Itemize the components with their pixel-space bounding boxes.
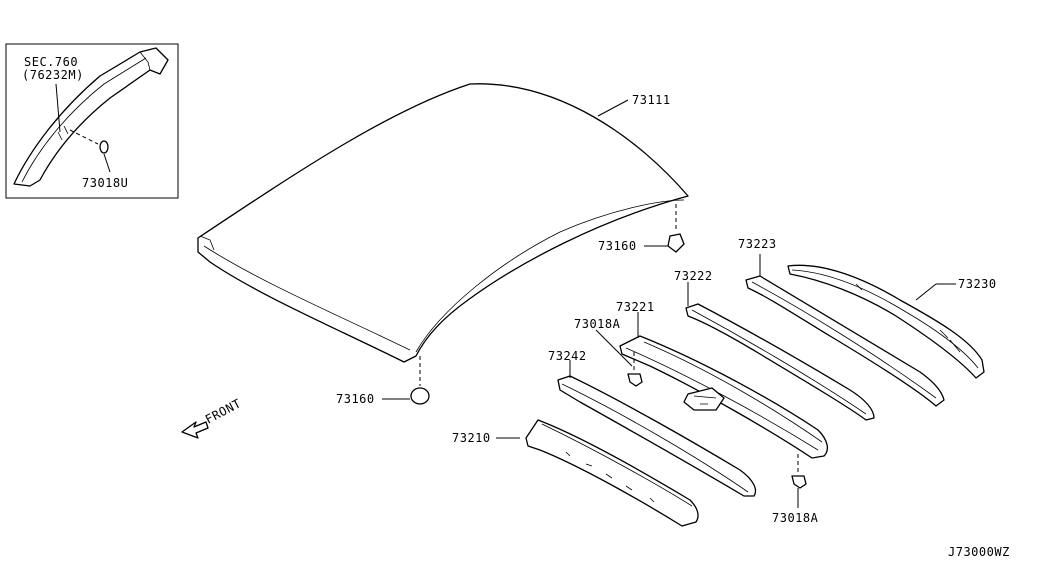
roof-panel-leader: [597, 99, 629, 117]
bow-rear-label: 73223: [738, 237, 777, 251]
rail-rear-holes: [855, 283, 961, 353]
diagram-code: J73000WZ: [948, 545, 1010, 559]
roof-panel-shape: [197, 83, 689, 363]
rail-rear-shape: [787, 264, 985, 379]
bow-mid: [685, 303, 875, 421]
bow-front-assy-label: 73221: [616, 300, 655, 314]
inset-rail-edge: [21, 57, 147, 183]
front-arrow-icon: [181, 421, 209, 439]
inset-section-ref: (76232M): [22, 68, 84, 82]
rail-front: [525, 419, 699, 527]
bow-front-shape: [557, 375, 757, 497]
clip-lower-shape: [410, 387, 430, 405]
rail-front-holes: [565, 451, 655, 503]
clip-upper-label: 73160: [598, 239, 637, 253]
clip-lower-label: 73160: [336, 392, 375, 406]
bow-front-assy: [619, 335, 829, 459]
bolt-upper-leader: [595, 329, 633, 367]
inset-rail-end: [139, 51, 151, 71]
roof-panel: [197, 83, 689, 363]
rail-rear-leader: [915, 283, 937, 301]
clip-upper-shape: [667, 233, 685, 253]
bow-front-assy-edge2: [643, 341, 823, 443]
bow-mid-edge: [691, 309, 867, 415]
inset-rail-shape: [13, 47, 169, 187]
bow-front-edge: [561, 383, 749, 493]
inset-grommet: [99, 140, 109, 154]
inset-sec-leader: [55, 83, 61, 133]
inset-dash-leader: [69, 129, 99, 145]
rail-front-label: 73210: [452, 431, 491, 445]
inset-part-label: 73018U: [82, 176, 128, 190]
inset-part-leader: [103, 153, 111, 173]
inset-section-label: SEC.760: [24, 55, 78, 69]
roof-panel-edge-side: [415, 199, 685, 353]
bow-front: [557, 375, 757, 497]
rail-rear: [787, 264, 985, 379]
bow-front-label: 73242: [548, 349, 587, 363]
bow-front-assy-edge: [625, 347, 819, 451]
front-indicator: FRONT: [181, 396, 244, 439]
inset-rail-holes: [57, 125, 69, 141]
inset-frame: [5, 43, 179, 199]
bow-front-assy-bracket: [683, 387, 725, 411]
bow-front-assy-bracket-detail: [693, 395, 717, 405]
rail-rear-edge: [791, 269, 979, 369]
bolt-lower-shape: [791, 475, 807, 489]
rail-front-edge: [541, 423, 693, 507]
bow-rear: [745, 275, 945, 407]
rail-front-shape: [525, 419, 699, 527]
bow-rear-edge: [751, 281, 937, 399]
front-label: FRONT: [203, 396, 244, 426]
bow-mid-label: 73222: [674, 269, 713, 283]
rail-rear-label: 73230: [958, 277, 997, 291]
bow-rear-shape: [745, 275, 945, 407]
roof-panel-edge-front: [203, 245, 411, 351]
bolt-upper-label: 73018A: [574, 317, 621, 331]
roof-panel-corner: [199, 235, 215, 251]
bolt-lower-label: 73018A: [772, 511, 819, 525]
inset-detail: SEC.760 (76232M) 73018U: [5, 43, 179, 199]
roof-panel-label: 73111: [632, 93, 671, 107]
bolt-upper-shape: [627, 373, 643, 387]
